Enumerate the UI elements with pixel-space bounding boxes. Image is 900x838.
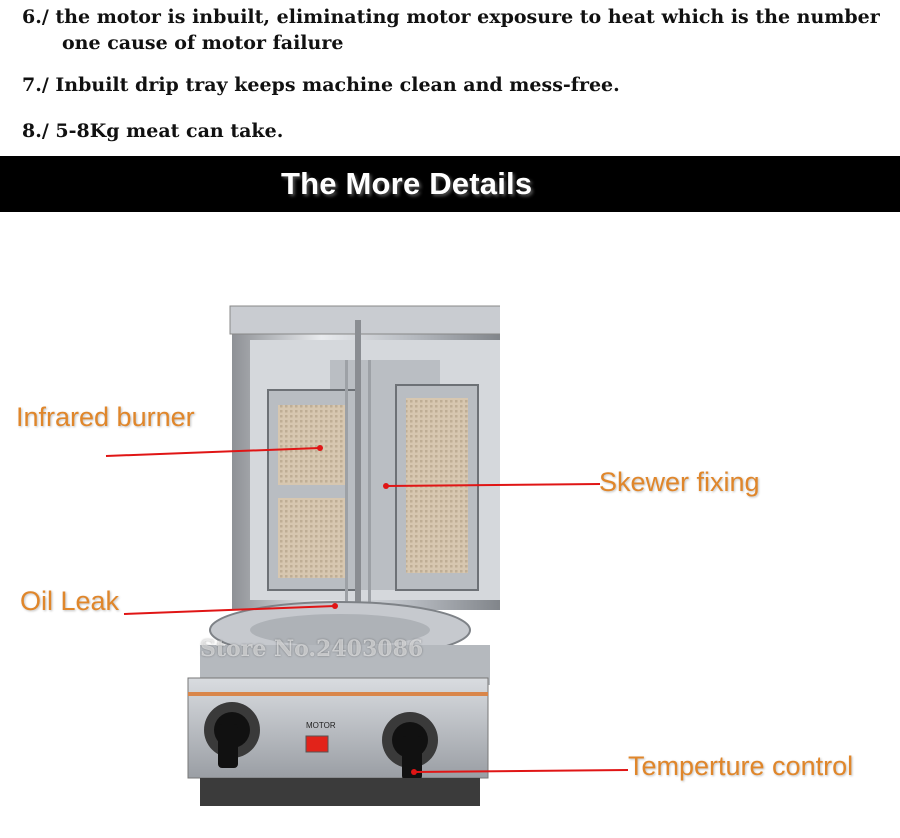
bullet-7-text: Inbuilt drip tray keeps machine clean an… xyxy=(55,74,620,96)
left-knob-handle xyxy=(218,724,238,768)
cabinet-top xyxy=(229,305,500,335)
leader-infrared-burner-dot xyxy=(317,445,323,451)
motor-label: MOTOR xyxy=(306,721,336,730)
bullet-6-text-line2: one cause of motor failure xyxy=(62,32,344,54)
bullet-8-text: 5-8Kg meat can take. xyxy=(55,120,284,142)
leader-skewer-fixing xyxy=(385,483,601,487)
label-oil-leak: Oil Leak xyxy=(20,586,120,616)
store-watermark: Store No.2403086 xyxy=(200,636,424,662)
label-infrared-burner: Infrared burner xyxy=(16,402,195,432)
control-panel-stripe xyxy=(188,692,488,696)
skewer-rod xyxy=(355,320,361,630)
leader-infrared-burner xyxy=(105,447,321,457)
label-skewer-fixing: Skewer fixing xyxy=(599,467,760,497)
skewer-prong-right xyxy=(368,360,371,610)
leader-oil-leak xyxy=(123,605,336,615)
motor-switch xyxy=(305,735,329,753)
bullet-6-text-line1: the motor is inbuilt, eliminating motor … xyxy=(55,6,880,28)
label-temperature-control: Temperture control xyxy=(628,751,854,781)
bullet-6: 6./ the motor is inbuilt, eliminating mo… xyxy=(22,4,882,56)
bullet-7-number: 7./ xyxy=(22,74,49,96)
leader-temperature-control-dot xyxy=(411,769,417,775)
drip-tray-inner xyxy=(250,614,430,646)
banner-title: The More Details xyxy=(281,166,533,201)
skewer-prong-left xyxy=(345,360,348,610)
leader-temperature-control xyxy=(413,769,629,773)
right-knob-handle xyxy=(402,736,422,780)
details-banner: The More Details xyxy=(0,156,900,212)
left-burner-mesh-top xyxy=(278,405,346,485)
base-foot xyxy=(200,778,480,806)
leader-skewer-fixing-dot xyxy=(383,483,389,489)
bullet-6-number: 6./ xyxy=(22,6,49,28)
bullet-8: 8./ 5-8Kg meat can take. xyxy=(22,118,283,144)
bullet-7: 7./ Inbuilt drip tray keeps machine clea… xyxy=(22,72,620,98)
left-burner-mesh-bottom xyxy=(278,498,346,578)
bullet-8-number: 8./ xyxy=(22,120,49,142)
leader-oil-leak-dot xyxy=(332,603,338,609)
